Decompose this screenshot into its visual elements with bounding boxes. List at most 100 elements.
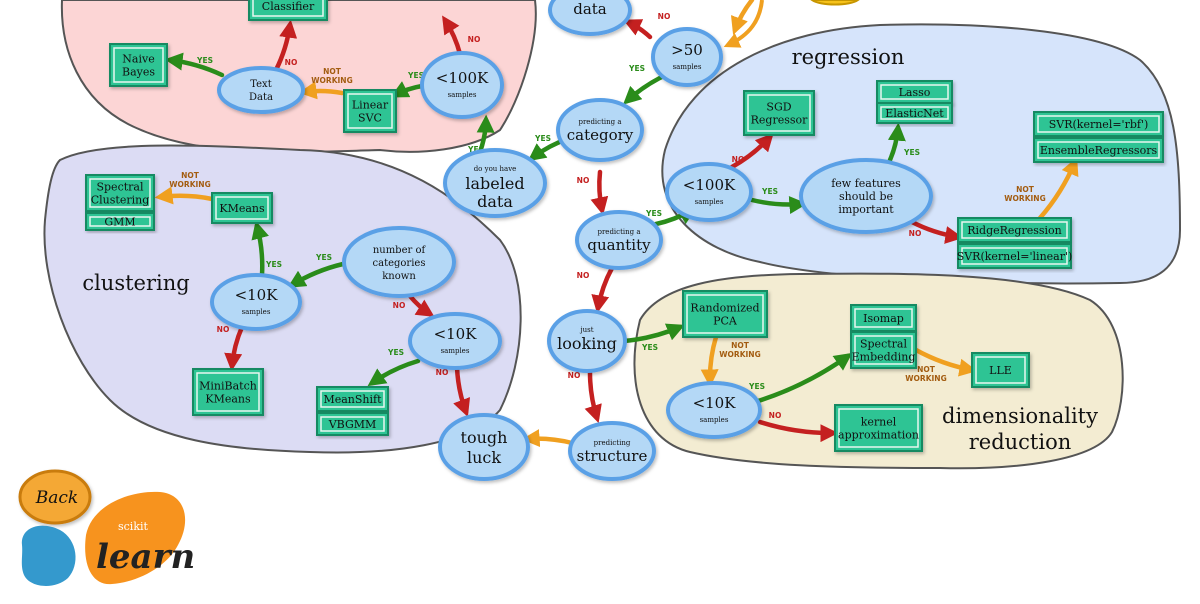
estimator-box-inner xyxy=(686,294,764,334)
regression-region-label: regression xyxy=(792,45,905,69)
edge-label-nw: WORKING xyxy=(719,350,760,359)
edge-label-nw: WORKING xyxy=(169,180,210,189)
back-button[interactable]: Back xyxy=(18,469,92,525)
edge-label-no: NO xyxy=(568,371,581,380)
decision-node-text: samples xyxy=(441,347,470,355)
classification-region xyxy=(60,0,537,154)
decision-node-text: predicting a xyxy=(578,118,621,126)
estimator-box-inner xyxy=(89,216,151,227)
edge-label-yes: YES xyxy=(467,145,484,154)
edge-arrow xyxy=(887,122,906,163)
estimator-label: SGD xyxy=(766,100,791,113)
edge-e21: YES xyxy=(251,220,282,278)
edge-arrow xyxy=(909,219,964,244)
edge-e24: YES xyxy=(367,348,421,387)
estimator-elasticnet[interactable]: ElasticNet xyxy=(876,102,953,124)
edge-e14: NO xyxy=(729,133,774,170)
estimator-box-inner xyxy=(838,408,919,448)
decision-node-shape xyxy=(665,162,753,222)
decision-node-data: data xyxy=(548,0,632,36)
edge-label-no: NO xyxy=(909,229,922,238)
estimator-svr-linear[interactable]: SVR(kernel='linear') xyxy=(957,243,1073,269)
estimator-classifier[interactable]: Classifier xyxy=(248,0,328,21)
decision-node-text: labeled xyxy=(465,174,524,193)
edge-e28: YES xyxy=(748,352,853,404)
edge-arrow xyxy=(700,334,719,388)
edge-arrow xyxy=(224,324,245,372)
estimator-ridge-regression[interactable]: RidgeRegression xyxy=(957,217,1072,243)
estimator-kmeans[interactable]: KMeans xyxy=(211,192,273,224)
decision-node-text: <10K xyxy=(693,394,737,412)
edge-label-yes: YES xyxy=(387,348,404,357)
decision-node-shape xyxy=(438,413,530,481)
edge-label-nw: NOT xyxy=(1016,185,1035,194)
edge-label-nw: NOT xyxy=(181,171,200,180)
estimator-box-outer xyxy=(192,368,264,416)
estimator-label: Naive xyxy=(122,52,154,65)
estimator-box-inner xyxy=(1037,141,1160,159)
estimator-lasso[interactable]: Lasso xyxy=(876,80,953,104)
estimator-isomap[interactable]: Isomap xyxy=(850,304,917,332)
edge-label-yes: YES xyxy=(645,209,662,218)
estimator-meanshift[interactable]: MeanShift xyxy=(316,386,389,412)
edge-arrow xyxy=(298,81,345,100)
decision-node-text: samples xyxy=(448,91,477,99)
decision-node-text: quantity xyxy=(587,236,651,254)
estimator-label: Lasso xyxy=(899,86,931,99)
estimator-box-inner xyxy=(215,196,269,220)
decision-node-shape xyxy=(556,98,644,162)
decision-node-text: <100K xyxy=(436,69,489,87)
edge-arrow xyxy=(757,419,839,443)
estimator-label: Clustering xyxy=(91,193,150,206)
estimator-label: Isomap xyxy=(863,312,904,325)
edge-arrow xyxy=(367,358,421,387)
edge-label-no: NO xyxy=(732,155,745,164)
edge-label-yes: YES xyxy=(761,187,778,196)
estimator-label: GMM xyxy=(104,215,135,228)
estimator-box-inner xyxy=(196,372,260,412)
estimator-box-outer xyxy=(85,174,155,212)
estimator-lle[interactable]: LLE xyxy=(971,352,1030,388)
edge-arrow xyxy=(729,133,774,170)
decision-node-text: category xyxy=(567,126,634,144)
estimator-svr-rbf[interactable]: SVR(kernel='rbf') xyxy=(1033,111,1164,137)
estimator-vbgmm[interactable]: VBGMM xyxy=(316,412,389,436)
decision-node-shape xyxy=(548,0,632,36)
edge-e7: YES xyxy=(390,71,425,98)
decision-node-shape xyxy=(408,312,502,370)
estimator-box-inner xyxy=(747,94,811,132)
decision-node-shape xyxy=(547,309,627,373)
decision-node-shape xyxy=(651,27,723,87)
estimator-gmm[interactable]: GMM xyxy=(85,212,155,231)
edge-e12: NO xyxy=(577,265,615,314)
estimator-label: MiniBatch xyxy=(199,379,257,392)
decision-node-shape xyxy=(799,158,933,234)
estimator-label: Regressor xyxy=(751,113,809,126)
decision-node-text: <100K xyxy=(683,176,736,194)
estimator-ensemble-regressors[interactable]: EnsembleRegressors xyxy=(1033,137,1164,163)
edge-label-nw: WORKING xyxy=(311,76,352,85)
estimator-box-inner xyxy=(961,221,1068,239)
edge-e4: NO xyxy=(577,169,609,216)
logo-orange-blob xyxy=(85,491,186,585)
decision-node-lt100k-class: <100K samples xyxy=(420,51,504,119)
scikit-learn-logo: scikit learn xyxy=(21,491,195,586)
edge-label-nw: NOT xyxy=(917,365,936,374)
edge-arrow xyxy=(755,352,853,404)
edge-e31 xyxy=(521,429,575,448)
decision-node-text: categories xyxy=(373,258,426,269)
